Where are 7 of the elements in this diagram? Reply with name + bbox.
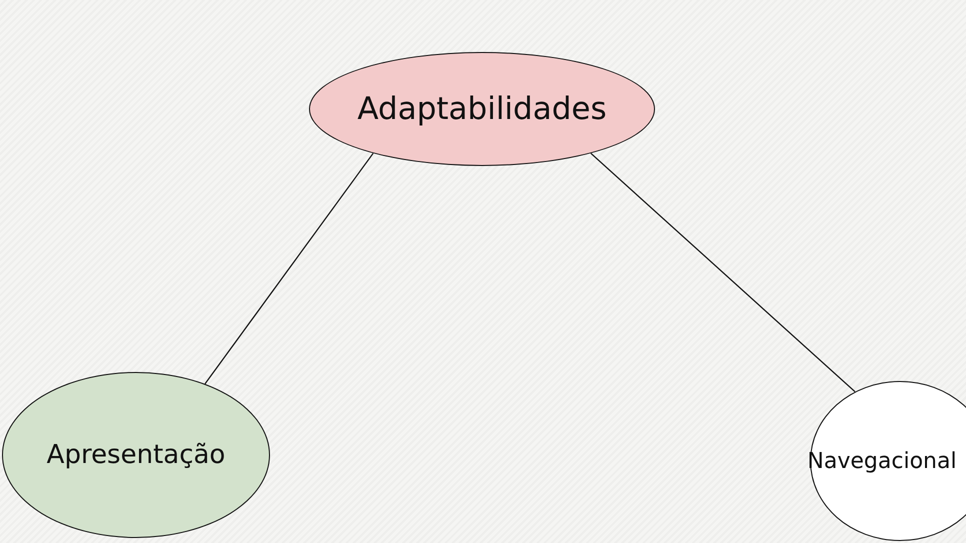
ellipse-node (810, 381, 966, 541)
node-label: Adaptabilidades (357, 91, 607, 127)
ellipse-node (2, 372, 270, 538)
connector-line (204, 152, 374, 384)
node-label: Apresentação (46, 440, 226, 470)
ellipse-node (309, 52, 655, 166)
connector-line (590, 152, 856, 392)
